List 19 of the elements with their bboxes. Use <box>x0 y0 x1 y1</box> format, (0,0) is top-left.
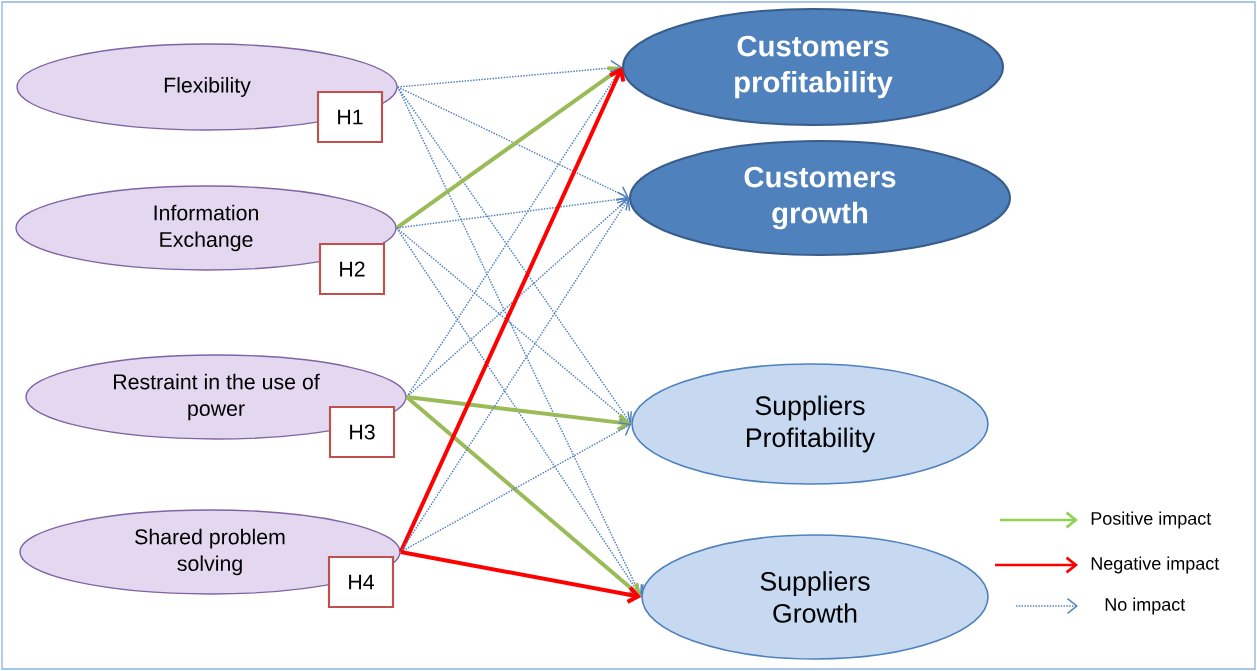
arrow <box>398 67 626 553</box>
arrow <box>395 191 629 229</box>
hypothesis-box: H1 <box>316 90 384 144</box>
hypothesis-box: H3 <box>328 405 396 459</box>
arrow <box>399 198 631 553</box>
arrow <box>396 59 622 88</box>
arrow <box>396 86 645 597</box>
legend-label: Positive impact <box>1091 511 1212 529</box>
arrow <box>405 395 642 597</box>
arrow <box>395 66 622 230</box>
legend-label: Negative impact <box>1091 556 1220 574</box>
arrow <box>395 227 643 597</box>
arrow <box>406 395 632 432</box>
hypothesis-box: H4 <box>327 555 395 609</box>
hypothesis-box: H2 <box>318 242 386 296</box>
arrow <box>399 421 632 553</box>
arrow <box>400 550 642 604</box>
arrow <box>405 198 629 398</box>
legend-label: No impact <box>1105 597 1186 615</box>
